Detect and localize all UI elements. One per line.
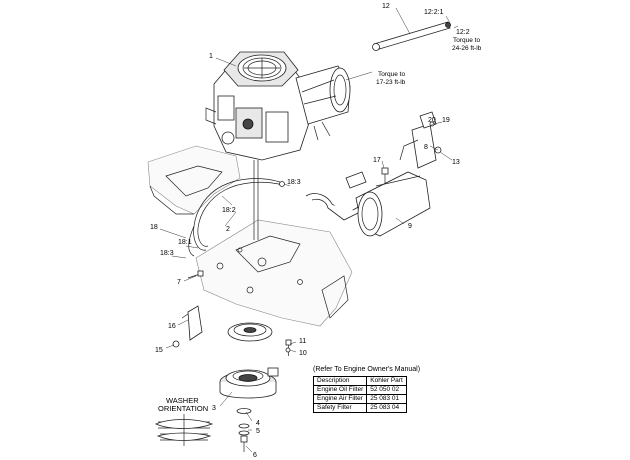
- drive-shaft: [372, 7, 459, 51]
- callout-18: 18: [150, 224, 158, 231]
- bolt-17: [381, 167, 389, 184]
- torque-note-shaft-line2: 24-26 ft-lb: [452, 45, 482, 52]
- callout-18-3-left: 18:3: [160, 250, 174, 257]
- callout-12-2-1: 12:2:1: [424, 9, 444, 16]
- washer-orientation-line2: ORIENTATION: [158, 404, 208, 413]
- filter-description-cell: Engine Oil Filter: [312, 385, 368, 395]
- filter-part-cell: 52 050 02: [366, 385, 407, 395]
- electric-clutch: [219, 367, 279, 399]
- callout-8: 8: [424, 144, 428, 151]
- muffler-bracket: [399, 111, 442, 169]
- fuel-line: [188, 178, 285, 257]
- callout-9: 9: [408, 223, 412, 230]
- callout-13: 13: [452, 159, 460, 166]
- filter-table-title: (Refer To Engine Owner's Manual): [313, 366, 421, 373]
- callout-5: 5: [256, 428, 260, 435]
- callout-17: 17: [373, 157, 381, 164]
- callout-6: 6: [253, 452, 257, 459]
- callout-labels: 1 2 3 4 5 6 7 8 9 10 11 12 13 15 16 17 1…: [150, 3, 470, 459]
- filter-description-cell: Safety Filter: [312, 403, 368, 413]
- callout-16: 16: [168, 323, 176, 330]
- clutch-bracket: [172, 305, 203, 348]
- bolt-7: [187, 270, 204, 279]
- torque-note-engine-line1: Torque to: [378, 71, 405, 78]
- clutch-hardware: [236, 408, 252, 452]
- filter-part-cell: 25 083 01: [366, 394, 407, 404]
- filter-table-header-row: Description Kohler Part: [312, 376, 407, 386]
- pto-pulley: [227, 322, 273, 342]
- callout-7: 7: [177, 279, 181, 286]
- muffler: [305, 171, 431, 237]
- table-row: Engine Air Filter 25 083 01: [312, 394, 407, 404]
- engine: [205, 51, 351, 240]
- callout-18-3-right: 18:3: [287, 179, 301, 186]
- bolts-10-11: [285, 339, 292, 356]
- callout-3: 3: [212, 405, 216, 412]
- filter-description-cell: Engine Air Filter: [312, 394, 368, 404]
- washer-orientation-illustration: [154, 414, 214, 446]
- callout-11: 11: [299, 338, 306, 345]
- callout-20: 20: [428, 117, 436, 124]
- callout-10: 10: [299, 350, 307, 357]
- washer-orientation-heading: WASHER ORIENTATION: [158, 396, 208, 413]
- filter-reference-table: Description Kohler Part Engine Oil Filte…: [312, 376, 407, 413]
- torque-notes: Torque to 24-26 ft-lb Torque to 17-23 ft…: [376, 37, 482, 86]
- callout-15: 15: [155, 347, 163, 354]
- torque-note-engine-line2: 17-23 ft-lb: [376, 79, 406, 86]
- frame-bracket: [147, 145, 241, 215]
- washer-orientation-line1: WASHER: [166, 396, 199, 405]
- mower-deck: [195, 219, 353, 327]
- callout-12: 12: [382, 3, 390, 10]
- callout-18-1: 18:1: [178, 239, 192, 246]
- filter-part-cell: 25 083 04: [366, 403, 407, 413]
- leader-lines: [159, 57, 453, 453]
- torque-note-shaft-line1: Torque to: [453, 37, 480, 44]
- callout-1: 1: [209, 53, 213, 60]
- filter-table-header-part: Kohler Part: [366, 376, 407, 386]
- callout-18-2: 18:2: [222, 207, 236, 214]
- filter-table-header-description: Description: [312, 376, 368, 386]
- callout-19: 19: [442, 117, 450, 124]
- table-row: Safety Filter 25 083 04: [312, 403, 407, 413]
- table-row: Engine Oil Filter 52 050 02: [312, 385, 407, 395]
- callout-2: 2: [226, 226, 230, 233]
- callout-12-2: 12:2: [456, 29, 470, 36]
- callout-4: 4: [256, 420, 260, 427]
